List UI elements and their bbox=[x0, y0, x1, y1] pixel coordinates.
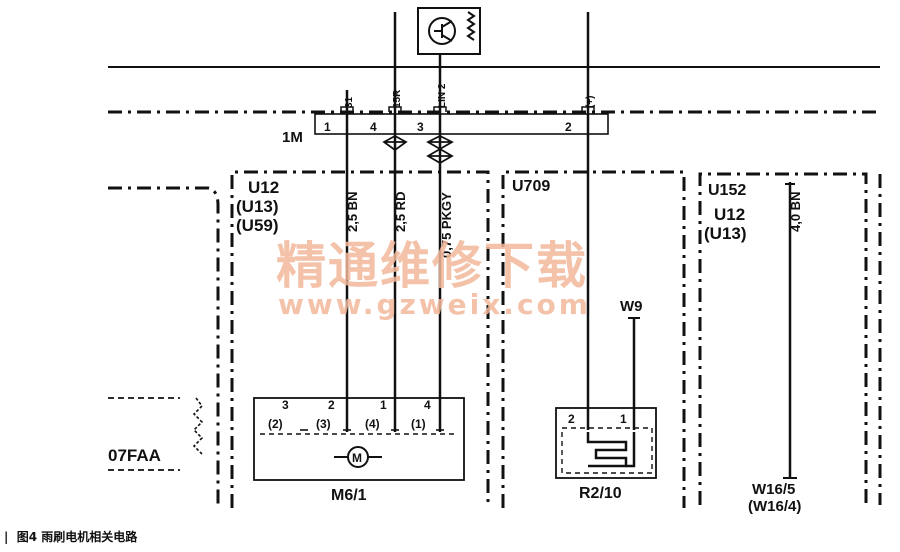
left-module-box bbox=[230, 170, 490, 508]
connector-pin-4: 4 bbox=[370, 120, 377, 134]
watermark-chinese: 精通维修下载 bbox=[276, 237, 588, 295]
wire-code-15r: 15R bbox=[392, 89, 403, 108]
caption-text: 图4 雨刷电机相关电路 bbox=[16, 530, 138, 544]
wire-code-plus: (+) bbox=[585, 96, 596, 109]
ground-w9-label: W9 bbox=[620, 298, 643, 315]
diamond-connector-lin2-top bbox=[426, 134, 454, 151]
transistor-symbol bbox=[417, 7, 481, 55]
motor-pin-2: 2 bbox=[328, 398, 335, 412]
wire-4bn-top-mark bbox=[785, 183, 795, 190]
figure-caption: | 图4 雨刷电机相关电路 bbox=[4, 528, 137, 545]
resistor-pin-2: 2 bbox=[568, 412, 575, 426]
connector-pin-1: 1 bbox=[324, 120, 331, 134]
wire-code-lin2: LIN 2 bbox=[437, 83, 448, 108]
motor-pin-alt-1: (1) bbox=[411, 417, 426, 431]
module-right-u13: (U13) bbox=[704, 224, 747, 243]
motor-pin-alt-3: (3) bbox=[316, 417, 331, 431]
wiper-motor-m6-1 bbox=[253, 397, 465, 481]
watermark-url: www.gzweix.com bbox=[278, 288, 591, 321]
module-left-u12: U12 bbox=[248, 178, 279, 197]
caption-marker: | bbox=[4, 530, 9, 544]
left-partial-box bbox=[108, 186, 220, 505]
module-mid-u709: U709 bbox=[512, 178, 550, 195]
motor-pin-alt-2: (2) bbox=[268, 417, 283, 431]
resistor-pin-1: 1 bbox=[620, 412, 627, 426]
heater-resistor-r2-10 bbox=[555, 407, 657, 479]
motor-pin-alt-4: (4) bbox=[365, 417, 380, 431]
motor-pin-3: 3 bbox=[282, 398, 289, 412]
wire-label-2-5-bn: 2,5 BN bbox=[345, 192, 360, 232]
right-module-box bbox=[698, 172, 868, 505]
ground-w16-4: (W16/4) bbox=[748, 498, 801, 515]
wire-label-0-75-pkgy: 0,75 PKGY bbox=[439, 192, 454, 258]
ground-w16-5: W16/5 bbox=[752, 481, 795, 498]
connector-1m-label: 1M bbox=[282, 129, 303, 146]
module-right-u152: U152 bbox=[708, 182, 746, 199]
motor-symbol-m: M bbox=[352, 451, 362, 465]
middle-module-box bbox=[501, 170, 686, 508]
left-fragment-label: 07FAA bbox=[108, 446, 161, 465]
connector-pin-3: 3 bbox=[417, 120, 424, 134]
wire-label-2-5-rd: 2,5 RD bbox=[393, 192, 408, 232]
module-left-u13: (U13) bbox=[236, 197, 279, 216]
connector-pin-2: 2 bbox=[565, 120, 572, 134]
module-right-u12: U12 bbox=[714, 205, 745, 224]
connector-1m-block bbox=[314, 113, 609, 135]
diamond-connector-15r bbox=[382, 134, 408, 152]
motor-pin-1: 1 bbox=[380, 398, 387, 412]
module-left-u59: (U59) bbox=[236, 216, 279, 235]
resistor-label-r2-10: R2/10 bbox=[579, 485, 622, 502]
motor-pin-4: 4 bbox=[424, 398, 431, 412]
left-fragment-resistor bbox=[192, 397, 204, 455]
wire-label-4-0-bn: 4,0 BN bbox=[788, 192, 803, 232]
diamond-connector-lin2-bottom bbox=[426, 147, 454, 165]
motor-label-m6-1: M6/1 bbox=[331, 487, 367, 504]
wire-code-31: 31 bbox=[344, 96, 355, 108]
